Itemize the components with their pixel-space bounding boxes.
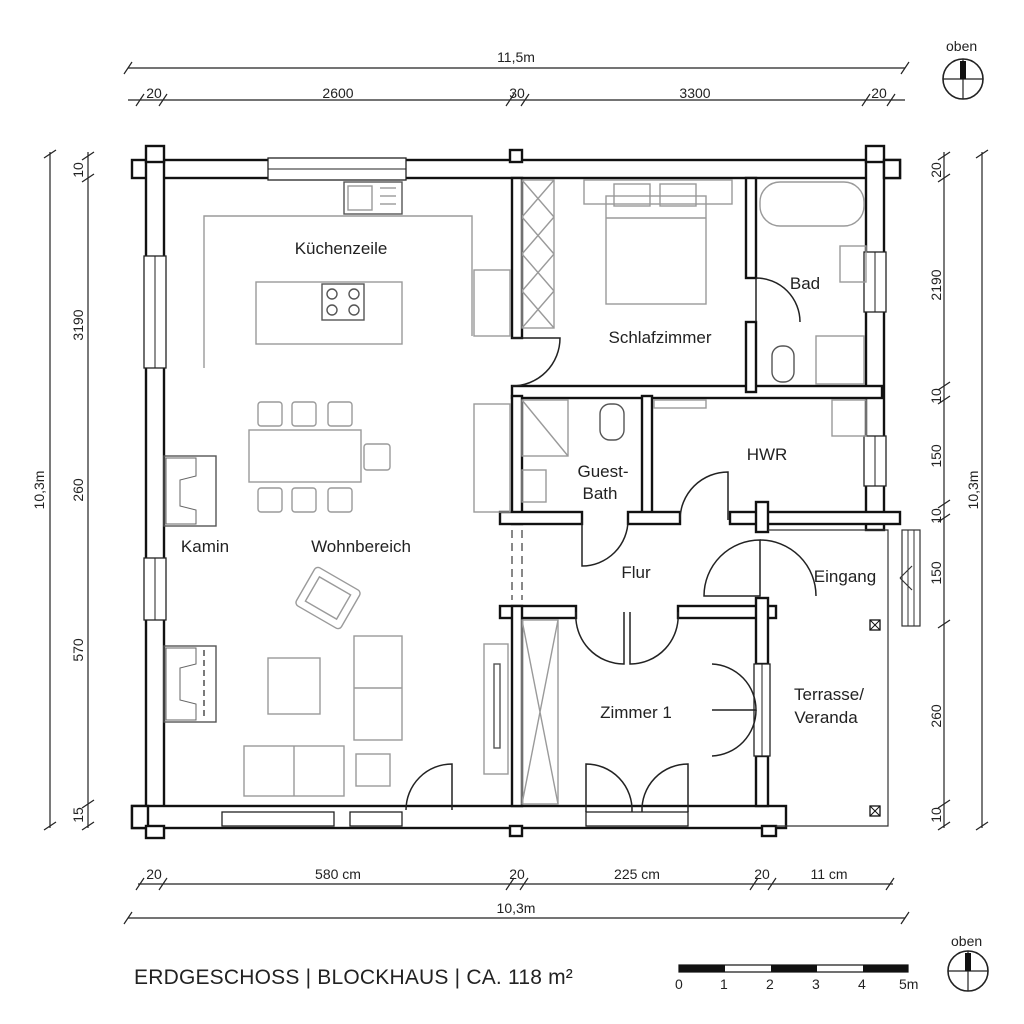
room-label-wohnbereich: Wohnbereich (311, 537, 411, 556)
dim-right-seg-6: 150 (928, 561, 944, 585)
dim-right-seg-4: 150 (928, 444, 944, 468)
scale-label-5m: 5m (899, 976, 919, 992)
dim-left-seg-4: 570 (70, 638, 86, 662)
scale-label-3: 3 (812, 976, 820, 992)
dim-bottom-seg-1: 20 (146, 866, 162, 882)
plan-title: ERDGESCHOSS | BLOCKHAUS | CA. 118 m² (134, 966, 573, 989)
dim-bottom-seg-5: 20 (754, 866, 770, 882)
dim-left-seg-1: 10 (70, 162, 86, 178)
dim-bottom-total: 10,3m (497, 900, 536, 916)
dim-top-seg-4: 3300 (679, 85, 710, 101)
interior-walls (498, 176, 902, 838)
room-label-terrasse-line2: Veranda (794, 708, 858, 727)
room-labels: Küchenzeile Schlafzimmer Bad Guest- Bath… (181, 239, 876, 727)
fireplace (163, 455, 217, 723)
dim-left-total: 10,3m (31, 471, 47, 510)
north-arrow-bottom (947, 950, 989, 992)
living-furniture (243, 566, 509, 797)
room-label-schlafzimmer: Schlafzimmer (609, 328, 712, 347)
dim-right-total: 10,3m (965, 471, 981, 510)
north-arrow-top (942, 58, 984, 100)
dim-bottom-seg-6: 11 cm (810, 866, 847, 882)
dim-top-seg-3: 30 (509, 85, 525, 101)
dim-bottom-seg-3: 20 (509, 866, 525, 882)
dining-furniture (248, 401, 391, 513)
dim-top-seg-1: 20 (146, 85, 162, 101)
bedroom-furniture (521, 179, 733, 329)
dim-left-seg-3: 260 (70, 478, 86, 502)
dim-right-seg-8: 10 (928, 807, 944, 823)
dim-top-total: 11,5m (497, 49, 535, 65)
dim-top-seg-2: 2600 (322, 85, 353, 101)
dim-right-seg-7: 260 (928, 704, 944, 728)
kitchen-furniture (203, 181, 511, 513)
dim-left-seg-2: 3190 (70, 309, 86, 340)
room-label-kamin: Kamin (181, 537, 229, 556)
dim-top-seg-5: 20 (871, 85, 887, 101)
room-label-terrasse-line1: Terrasse/ (794, 685, 864, 704)
scale-label-4: 4 (858, 976, 866, 992)
dim-bottom-seg-4: 225 cm (614, 866, 660, 882)
zimmer1-furniture (521, 619, 559, 805)
room-label-flur: Flur (621, 563, 651, 582)
north-label-top: oben (946, 38, 978, 54)
dim-bottom-seg-2: 580 cm (315, 866, 361, 882)
dimension-top: 11,5m 20 2600 30 3300 20 (123, 49, 910, 107)
scale-bar (678, 964, 909, 973)
doors (405, 277, 817, 813)
scale-label-1: 1 (720, 976, 728, 992)
dim-right-seg-3: 10 (928, 388, 944, 404)
scale-label-2: 2 (766, 976, 774, 992)
room-label-hwr: HWR (747, 445, 788, 464)
bathroom-furniture (521, 181, 867, 503)
veranda (768, 529, 921, 827)
room-label-bad: Bad (790, 274, 820, 293)
room-label-guest-bath-line2: Bath (583, 484, 618, 503)
room-label-guest-bath-line1: Guest- (577, 462, 628, 481)
room-label-zimmer1: Zimmer 1 (600, 703, 672, 722)
dim-left-seg-5: 15 (70, 807, 86, 823)
dimension-right: 20 2190 10 150 10 150 260 10 10,3m (928, 149, 989, 831)
dim-right-seg-1: 20 (928, 162, 944, 178)
dimension-bottom: 20 580 cm 20 225 cm 20 11 cm 10,3m (123, 866, 910, 925)
room-label-kuechenzeile: Küchenzeile (295, 239, 388, 258)
dimension-left: 10,3m 10 3190 260 570 15 (31, 149, 95, 831)
windows (143, 157, 887, 827)
room-label-eingang: Eingang (814, 567, 876, 586)
north-label-bottom: oben (951, 933, 983, 949)
entrance-steps (899, 529, 921, 627)
scale-label-0: 0 (675, 976, 683, 992)
dim-right-seg-2: 2190 (928, 269, 944, 300)
dim-right-seg-5: 10 (928, 508, 944, 524)
